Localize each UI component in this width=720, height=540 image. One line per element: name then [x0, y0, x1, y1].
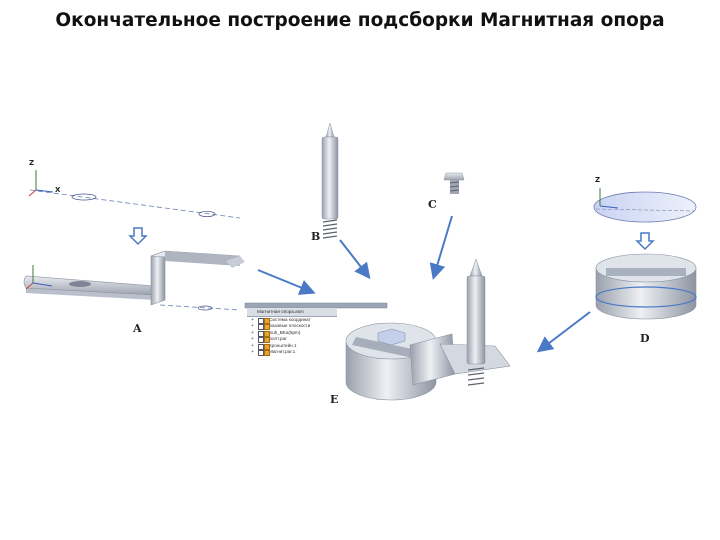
axis-label-x-a: X — [55, 186, 61, 194]
feature-tree: Магнитная опора.asm +Система координат +… — [247, 309, 337, 356]
part-b-pin — [321, 122, 339, 239]
tree-item[interactable]: +Sub_BKa(5pm) — [251, 329, 301, 337]
part-icon — [263, 343, 270, 350]
part-icon — [263, 349, 270, 356]
feature-tree-header: Магнитная опора.asm — [247, 309, 337, 317]
tree-item[interactable]: +Болт.par — [251, 336, 287, 344]
tree-item[interactable]: +Магнит.par.1 — [251, 348, 296, 356]
assembly-arrows — [257, 215, 591, 353]
down-arrow-icon-a — [128, 227, 148, 246]
part-label-e: E — [330, 393, 339, 406]
coordinate-system-icon — [263, 318, 270, 324]
part-icon — [263, 330, 270, 337]
slide-title: Окончательное построение подсборки Магни… — [55, 10, 665, 31]
part-a-sketch — [29, 189, 241, 219]
arrow-a-to-e — [257, 269, 316, 295]
part-label-a: A — [133, 322, 142, 335]
part-e-assembly — [345, 258, 511, 401]
tree-item[interactable]: +Базовые плоскости — [251, 323, 311, 331]
part-icon — [263, 337, 270, 344]
axis-triad-a-bottom — [25, 265, 53, 290]
down-arrow-icon-d — [635, 232, 655, 251]
part-c-bolt — [443, 172, 465, 194]
arrow-c-to-e — [429, 215, 453, 280]
arrow-b-to-e — [339, 239, 371, 280]
axis-triad-d-top — [599, 188, 619, 209]
axis-triad-a-top — [28, 170, 54, 197]
axis-label-z-a: Z — [29, 159, 35, 167]
plane-icon — [263, 324, 270, 331]
part-d-sketch-disk — [593, 191, 697, 223]
part-label-d: D — [640, 332, 650, 345]
tree-item[interactable]: +Кронштейн.1 — [251, 342, 297, 350]
part-a-bracket — [23, 250, 245, 311]
tree-item[interactable]: +Система координат — [251, 317, 311, 324]
tree-panel-bar — [244, 302, 388, 309]
axis-label-z-d: Z — [595, 176, 601, 184]
arrow-d-to-e — [536, 311, 591, 353]
part-label-b: B — [311, 230, 321, 243]
part-d-cylinder — [595, 253, 697, 320]
part-label-c: C — [428, 198, 437, 211]
